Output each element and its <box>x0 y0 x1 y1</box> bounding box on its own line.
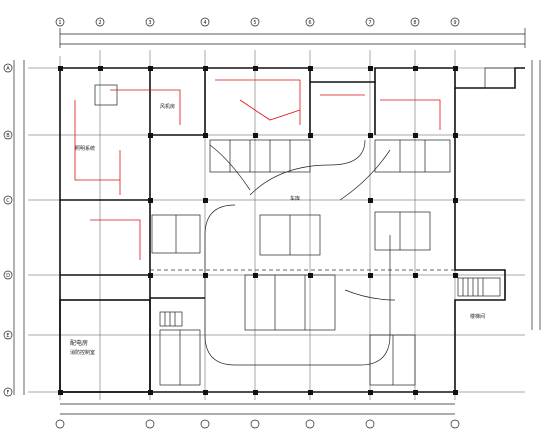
axis-label-top: 7 <box>368 20 371 26</box>
axis-label-left: F <box>7 390 10 396</box>
stair <box>94 84 501 327</box>
top-dimension-line <box>59 28 526 48</box>
electrical-wiring <box>74 79 441 260</box>
axis-label-left: A <box>6 66 10 72</box>
room-label-right: 楼梯间 <box>470 313 485 320</box>
axis-label-top: 8 <box>413 20 416 26</box>
right-dimension-line <box>531 60 541 330</box>
axis-label-top: 6 <box>308 20 311 26</box>
axis-label-left: C <box>6 198 10 204</box>
structural-columns <box>58 66 458 395</box>
room-label-left-sub: 消防控制室 <box>70 349 95 356</box>
axis-markers-bottom <box>55 419 460 429</box>
axis-label-left: B <box>6 133 10 139</box>
outer-walls <box>59 67 525 393</box>
axis-markers-top <box>55 17 460 27</box>
parking-stalls <box>151 139 451 386</box>
axis-markers-left <box>3 63 13 397</box>
axis-label-top: 2 <box>98 20 101 26</box>
axis-label-top: 4 <box>203 20 206 26</box>
room-label-left: 配电房 <box>70 339 88 347</box>
left-dimension-line <box>13 60 25 395</box>
axis-label-left: D <box>6 273 10 279</box>
axis-label-top: 9 <box>453 20 456 26</box>
drive-aisle <box>204 139 396 366</box>
axis-label-top: 3 <box>148 20 151 26</box>
car-label: 车库 <box>290 195 300 202</box>
notes-label: 照明系统 <box>75 145 95 152</box>
bottom-dimension-line <box>60 403 455 415</box>
axis-label-top: 1 <box>58 20 61 26</box>
grid-axes <box>28 50 525 400</box>
room-label-mid: 风机房 <box>160 103 175 110</box>
axis-label-top: 5 <box>253 20 256 26</box>
axis-label-left: E <box>6 333 9 339</box>
